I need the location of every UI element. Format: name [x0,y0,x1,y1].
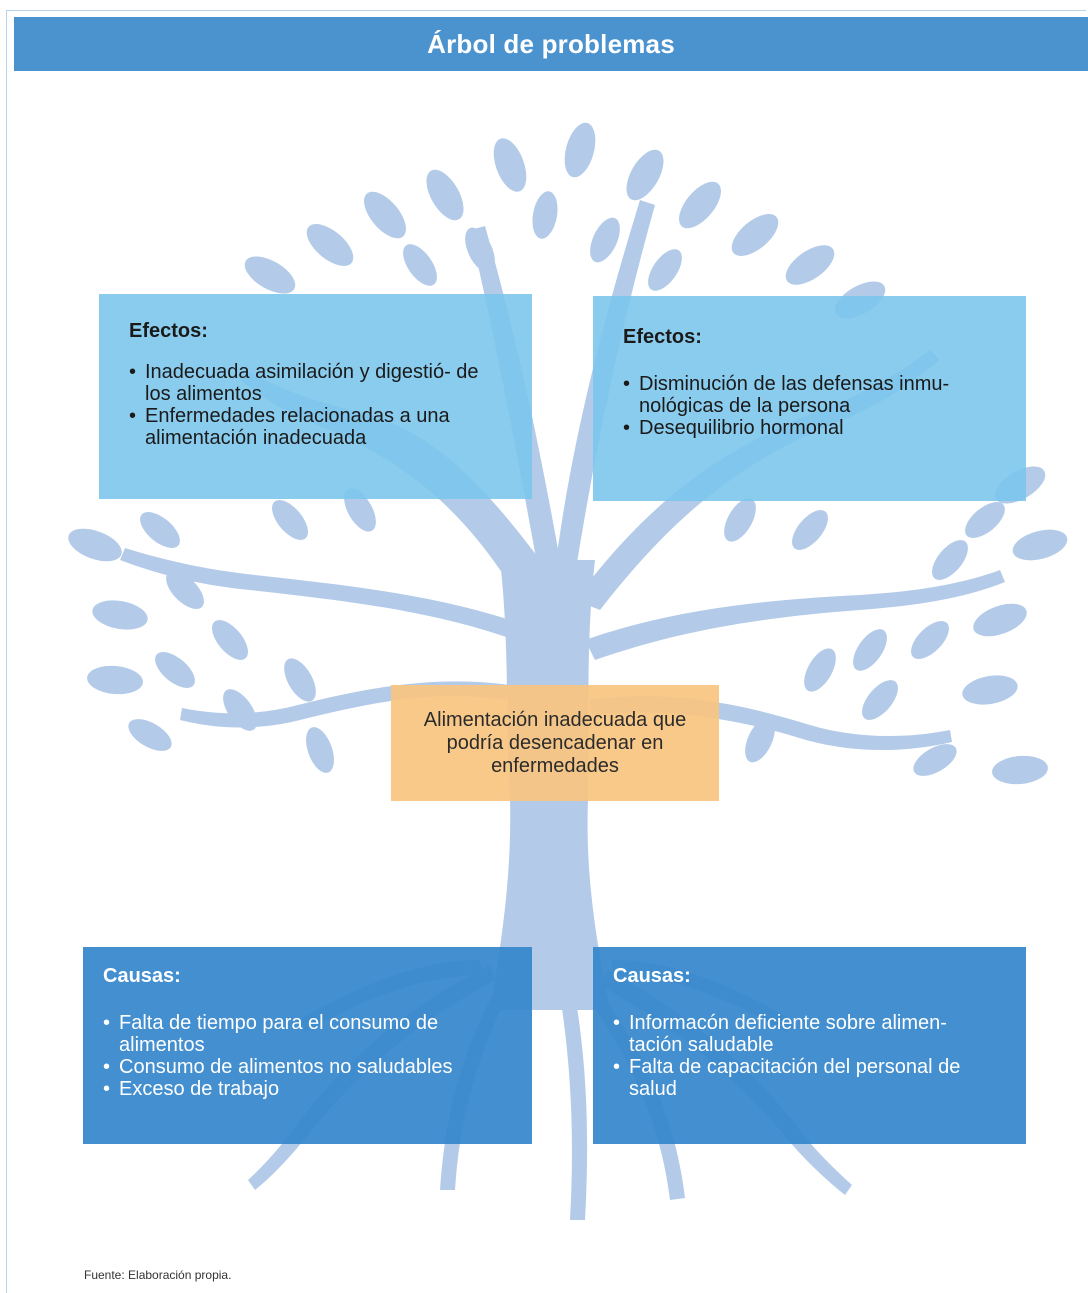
figure-frame [6,10,1086,1293]
list-item: Enfermedades relacionadas a una alimenta… [129,405,512,449]
list-item: Informacón deficiente sobre alimen- taci… [613,1012,996,1056]
source-note: Fuente: Elaboración propia. [84,1268,232,1282]
effects-box-left: Efectos: Inadecuada asimilación y digest… [99,294,532,499]
list-item: Desequilibrio hormonal [623,417,1006,439]
effects-heading-left: Efectos: [129,320,208,342]
list-item: Falta de capacitación del personal de sa… [613,1056,996,1100]
effects-list-left: Inadecuada asimilación y digestió- de lo… [129,361,512,449]
list-item: Consumo de alimentos no saludables [103,1056,514,1078]
list-item: Inadecuada asimilación y digestió- de lo… [129,361,512,405]
causes-list-left: Falta de tiempo para el consumo de alime… [103,1012,514,1100]
effects-list-right: Disminución de las defensas inmu- nológi… [623,373,1006,439]
causes-box-left: Causas: Falta de tiempo para el consumo … [83,947,532,1144]
effects-heading-right: Efectos: [623,326,702,348]
list-item: Disminución de las defensas inmu- nológi… [623,373,1006,417]
causes-box-right: Causas: Informacón deficiente sobre alim… [593,947,1026,1144]
causes-heading-right: Causas: [613,965,691,987]
list-item: Falta de tiempo para el consumo de alime… [103,1012,514,1056]
core-problem-box: Alimentación inadecuada que podría desen… [391,685,719,801]
causes-heading-left: Causas: [103,965,181,987]
core-problem-text: Alimentación inadecuada que podría desen… [423,708,687,777]
page-title: Árbol de problemas [14,17,1088,71]
effects-box-right: Efectos: Disminución de las defensas inm… [593,296,1026,501]
causes-list-right: Informacón deficiente sobre alimen- taci… [613,1012,996,1100]
list-item: Exceso de trabajo [103,1078,514,1100]
